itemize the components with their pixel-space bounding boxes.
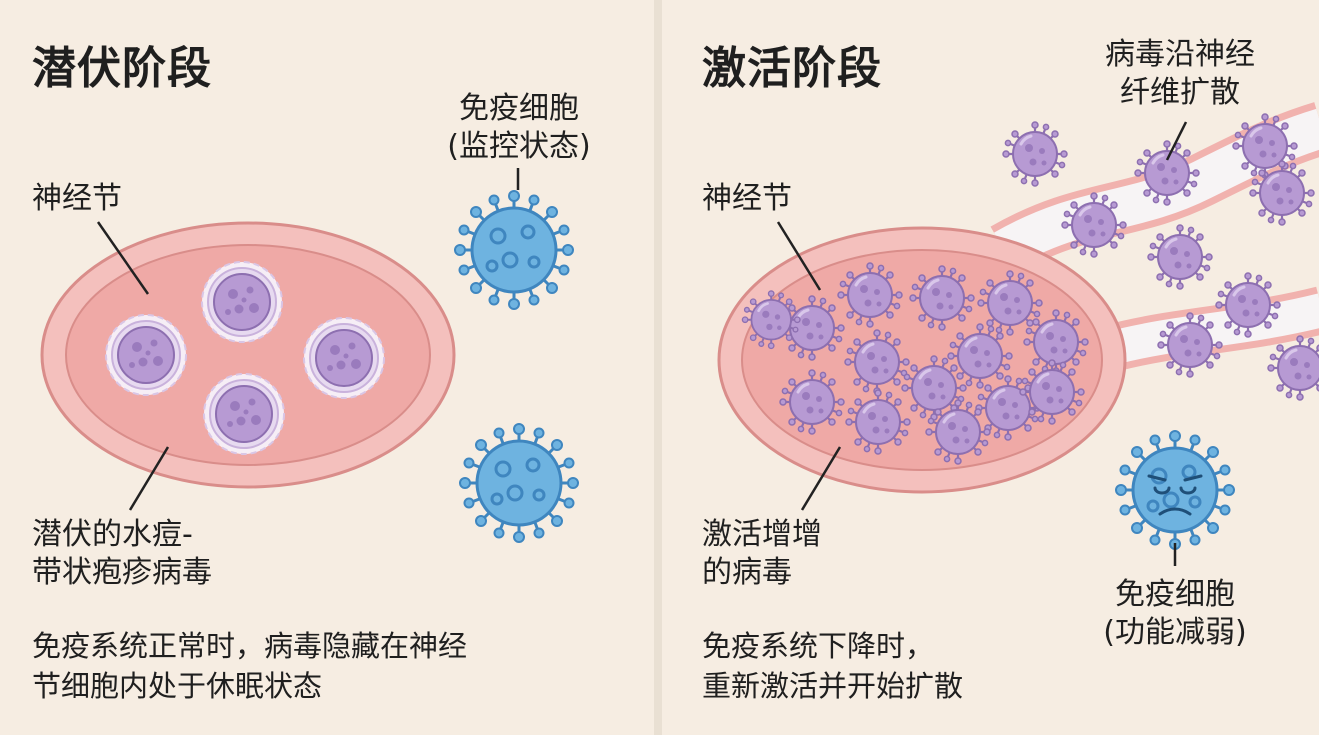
latent-virus-icon	[105, 314, 187, 396]
active-virus-icon	[1266, 334, 1319, 402]
active-virus-icon	[908, 264, 976, 332]
immune-cell-label-line1: 免疫细胞	[459, 91, 579, 126]
active-virus-icon	[946, 322, 1014, 390]
immune-cell-label: 免疫细胞 (监控状态)	[428, 90, 610, 166]
active-virus-icon	[1231, 112, 1299, 180]
activation-stage-title: 激活阶段	[702, 43, 882, 94]
active-virus-label: 激活增增 的病毒	[702, 516, 822, 592]
ganglion-label: 神经节	[32, 181, 122, 216]
latent-virus-label: 潜伏的水痘- 带状疱疹病毒	[32, 516, 212, 592]
latent-stage-illustration	[40, 168, 580, 544]
active-virus-icon	[1146, 223, 1214, 291]
spread-label: 病毒沿神经 纤维扩散	[1082, 36, 1278, 112]
latent-virus-icon	[303, 317, 385, 399]
weakened-immune-label-line1: 免疫细胞	[1115, 577, 1235, 612]
active-virus-icon	[836, 261, 904, 329]
active-virus-icon	[1001, 120, 1069, 188]
latent-virus-label-line1: 潜伏的水痘-	[32, 517, 193, 552]
active-virus-icon	[1214, 271, 1282, 339]
weakened-immune-label-line2: (功能减弱)	[1103, 615, 1247, 650]
activation-caption-line1: 免疫系统下降时，	[702, 629, 935, 663]
active-virus-icon	[976, 269, 1044, 337]
activation-caption-line2: 重新激活并开始扩散	[702, 669, 964, 703]
active-virus-icon	[1060, 191, 1128, 259]
sad-immune-cell-icon	[1114, 429, 1236, 551]
active-virus-icon	[1133, 139, 1201, 207]
active-virus-icon	[1018, 358, 1086, 426]
activation-stage-illustration	[717, 102, 1319, 566]
immune-cell-label-line2: (监控状态)	[447, 129, 591, 164]
active-virus-icon	[741, 289, 802, 350]
immune-cell-icon	[458, 422, 580, 544]
ganglion-label: 神经节	[702, 181, 792, 216]
leader-lines	[776, 121, 1188, 566]
latent-caption-line1: 免疫系统正常时，病毒隐藏在神经	[32, 629, 468, 663]
active-virus-icon	[844, 388, 912, 456]
latent-stage-title: 潜伏阶段	[32, 43, 212, 94]
activation-stage-caption: 免疫系统下降时， 重新激活并开始扩散	[702, 626, 963, 706]
latent-stage-caption: 免疫系统正常时，病毒隐藏在神经 节细胞内处于休眠状态	[32, 626, 467, 706]
active-virus-label-line1: 激活增增	[702, 517, 822, 552]
latent-caption-line2: 节细胞内处于休眠状态	[32, 669, 323, 703]
active-virus-icon	[778, 368, 846, 436]
leader-lines	[96, 168, 520, 511]
active-virus-icon	[1156, 311, 1224, 379]
active-virus-icon	[843, 328, 911, 396]
latent-virus-label-line2: 带状疱疹病毒	[32, 555, 212, 590]
active-virus-icon	[1248, 159, 1316, 227]
active-virus-icon	[1022, 308, 1090, 376]
active-virus-label-line2: 的病毒	[702, 555, 792, 590]
immune-cell-icon	[453, 189, 575, 311]
latent-virus-icon	[201, 261, 283, 343]
activation-stage-panel: 激活阶段 神经节 病毒沿神经 纤维扩散 激活增增 的病毒 免疫细胞 (功能减弱)…	[662, 0, 1319, 735]
spread-label-line1: 病毒沿神经	[1105, 37, 1255, 72]
spread-label-line2: 纤维扩散	[1120, 75, 1240, 110]
latent-virus-icon	[203, 373, 285, 455]
weakened-immune-cell-label: 免疫细胞 (功能减弱)	[1077, 576, 1273, 652]
latent-stage-panel: 潜伏阶段 神经节 免疫细胞 (监控状态) 潜伏的水痘- 带状疱疹病毒 免疫系统正…	[0, 0, 654, 735]
active-virus-icon	[924, 398, 992, 466]
